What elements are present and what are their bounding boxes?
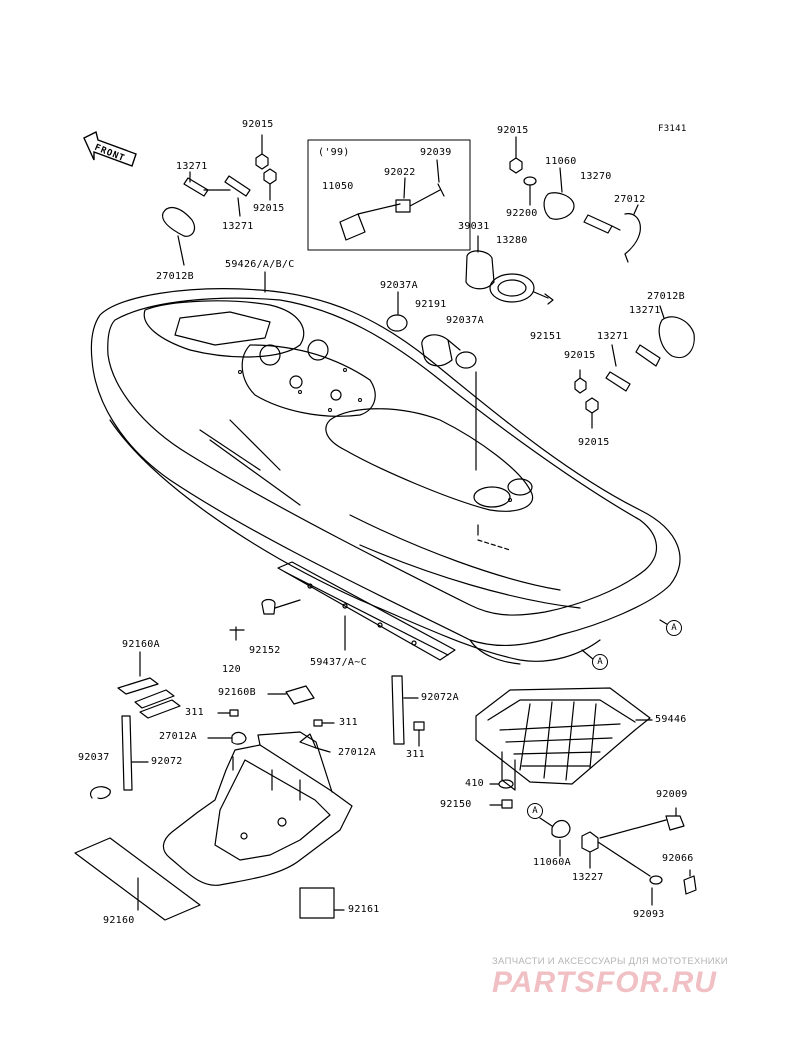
part-label-59437: 59437/A~C <box>310 657 367 668</box>
part-label-13280: 13280 <box>496 235 528 246</box>
part-label-13227: 13227 <box>572 872 604 883</box>
part-label-120: 120 <box>222 664 241 675</box>
part-label-13271-b: 13271 <box>222 221 254 232</box>
part-label-27012b-a: 27012B <box>156 271 194 282</box>
part-label-311-c: 311 <box>406 749 425 760</box>
box-year-label: ('99) <box>318 147 350 158</box>
part-label-92160a: 92160A <box>122 639 160 650</box>
front-arrow-icon <box>83 130 137 167</box>
part-label-13271-d: 13271 <box>597 331 629 342</box>
part-label-59446: 59446 <box>655 714 687 725</box>
part-label-92015-d: 92015 <box>564 350 596 361</box>
part-label-13271-c: 13271 <box>629 305 661 316</box>
part-label-92093: 92093 <box>633 909 665 920</box>
part-label-92015-e: 92015 <box>578 437 610 448</box>
part-label-92191: 92191 <box>415 299 447 310</box>
rub-rail-drawing <box>277 561 456 661</box>
part-label-92160: 92160 <box>103 915 135 926</box>
part-label-311-a: 311 <box>185 707 204 718</box>
part-label-92072a: 92072A <box>421 692 459 703</box>
reference-marker-a-1: A <box>666 620 682 636</box>
part-label-59426: 59426/A/B/C <box>225 259 295 270</box>
part-label-410: 410 <box>465 778 484 789</box>
part-label-311-b: 311 <box>339 717 358 728</box>
part-label-92152: 92152 <box>249 645 281 656</box>
part-label-92009: 92009 <box>656 789 688 800</box>
part-label-27012: 27012 <box>614 194 646 205</box>
part-label-27012b-b: 27012B <box>647 291 685 302</box>
hull-deck-drawing <box>90 288 681 665</box>
part-label-27012a-b: 27012A <box>338 747 376 758</box>
part-label-13270: 13270 <box>580 171 612 182</box>
part-label-92066: 92066 <box>662 853 694 864</box>
part-label-27012a-a: 27012A <box>159 731 197 742</box>
part-label-11060: 11060 <box>545 156 577 167</box>
part-label-39031: 39031 <box>458 221 490 232</box>
part-label-92037a-b: 92037A <box>446 315 484 326</box>
part-label-92037a-a: 92037A <box>380 280 418 291</box>
reference-marker-a-2: A <box>592 654 608 670</box>
part-label-92015-c: 92015 <box>497 125 529 136</box>
part-label-11050: 11050 <box>322 181 354 192</box>
reference-marker-a-3: A <box>527 803 543 819</box>
watermark-tagline: ЗАПЧАСТИ И АКСЕССУАРЫ ДЛЯ МОТОТЕХНИКИ <box>492 956 728 967</box>
part-label-13271-a: 13271 <box>176 161 208 172</box>
part-label-92160b: 92160B <box>218 687 256 698</box>
part-label-92039: 92039 <box>420 147 452 158</box>
lower-bracket-drawing <box>162 731 353 886</box>
figure-code: F3141 <box>658 124 687 134</box>
part-label-92037: 92037 <box>78 752 110 763</box>
part-label-92150: 92150 <box>440 799 472 810</box>
part-label-92200: 92200 <box>506 208 538 219</box>
watermark-logo: PARTSFOR.RU <box>492 966 717 999</box>
intake-grate-drawing <box>475 687 651 791</box>
part-label-92015-a: 92015 <box>242 119 274 130</box>
part-label-11060a: 11060A <box>533 857 571 868</box>
part-label-92151: 92151 <box>530 331 562 342</box>
part-label-92072: 92072 <box>151 756 183 767</box>
part-label-92161: 92161 <box>348 904 380 915</box>
part-label-92015-b: 92015 <box>253 203 285 214</box>
part-label-92022: 92022 <box>384 167 416 178</box>
